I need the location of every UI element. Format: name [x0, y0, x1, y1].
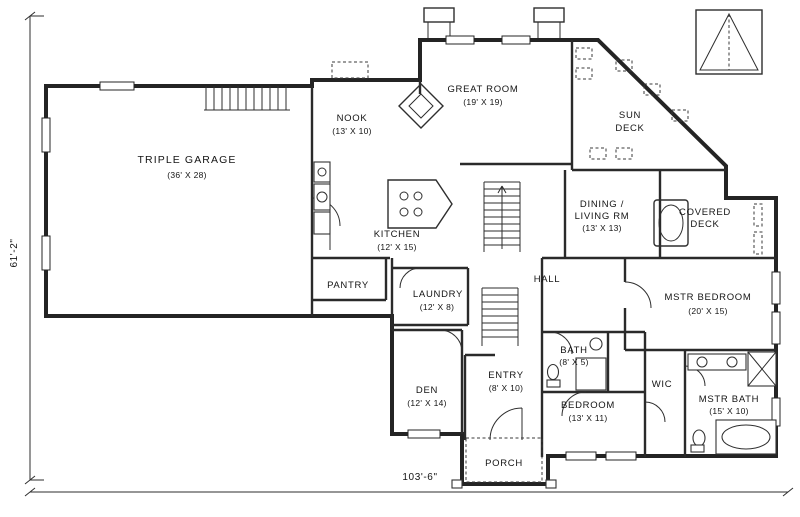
room-label-dining-1: DINING /	[580, 199, 624, 210]
stairs-garage	[204, 86, 290, 111]
room-label-great-room: GREAT ROOM	[447, 84, 518, 95]
room-label-mstr-bath: MSTR BATH	[699, 394, 759, 405]
room-dims-bath: (8' X 5)	[559, 357, 589, 367]
room-label-sun-deck-2: DECK	[615, 123, 644, 134]
room-label-bedroom: BEDROOM	[561, 400, 615, 411]
porch-outline	[451, 437, 557, 489]
room-label-entry: ENTRY	[488, 370, 524, 381]
room-dims-nook: (13' X 10)	[332, 126, 372, 136]
fireplace	[398, 83, 444, 129]
room-dims-great-room: (19' X 19)	[463, 97, 503, 107]
room-label-den: DEN	[416, 385, 438, 396]
room-dims-bedroom: (13' X 11)	[569, 413, 608, 423]
plan-logo	[695, 9, 763, 75]
room-label-triple-garage: TRIPLE GARAGE	[138, 154, 237, 166]
room-dims-dining: (13' X 13)	[582, 223, 622, 233]
deck-spa	[653, 199, 689, 247]
stairs-upper	[483, 181, 521, 252]
room-label-kitchen: KITCHEN	[374, 229, 421, 240]
bath-fixtures	[546, 337, 607, 391]
master-bath-fixtures	[687, 351, 777, 455]
window-markers	[41, 35, 781, 461]
dimension-left-label: 61'-2"	[9, 238, 20, 267]
room-dims-triple-garage: (36' X 28)	[167, 170, 207, 180]
room-dims-mstr-bedroom: (20' X 15)	[688, 306, 728, 316]
door-arcs	[311, 197, 706, 441]
kitchen-counter	[313, 161, 331, 250]
dimension-bottom-label: 103'-6"	[402, 472, 437, 483]
interior-walls	[310, 40, 776, 457]
room-label-covered-deck-2: DECK	[690, 219, 719, 230]
room-dims-mstr-bath: (15' X 10)	[709, 406, 749, 416]
room-label-laundry: LAUNDRY	[413, 289, 463, 300]
room-label-pantry: PANTRY	[327, 280, 369, 291]
kitchen-island	[387, 179, 453, 229]
room-label-covered-deck-1: COVERED	[679, 207, 731, 218]
room-label-nook: NOOK	[337, 113, 368, 124]
stairs-lower	[481, 287, 519, 346]
room-label-porch: PORCH	[485, 458, 523, 469]
room-dims-entry: (8' X 10)	[489, 383, 524, 393]
room-dims-den: (12' X 14)	[407, 398, 447, 408]
outer-walls	[44, 38, 778, 486]
roof-vent-boxes	[423, 7, 565, 38]
room-label-bath: BATH	[560, 345, 587, 356]
room-label-hall: HALL	[534, 274, 561, 285]
deck-railing-markers	[331, 47, 763, 255]
room-label-mstr-bedroom: MSTR BEDROOM	[664, 292, 751, 303]
room-label-sun-deck-1: SUN	[619, 110, 641, 121]
room-dims-kitchen: (12' X 15)	[377, 242, 417, 252]
room-label-dining-2: LIVING RM	[575, 211, 630, 222]
room-dims-laundry: (12' X 8)	[420, 302, 455, 312]
room-label-wic: WIC	[652, 379, 673, 390]
dimension-lines	[24, 11, 794, 497]
